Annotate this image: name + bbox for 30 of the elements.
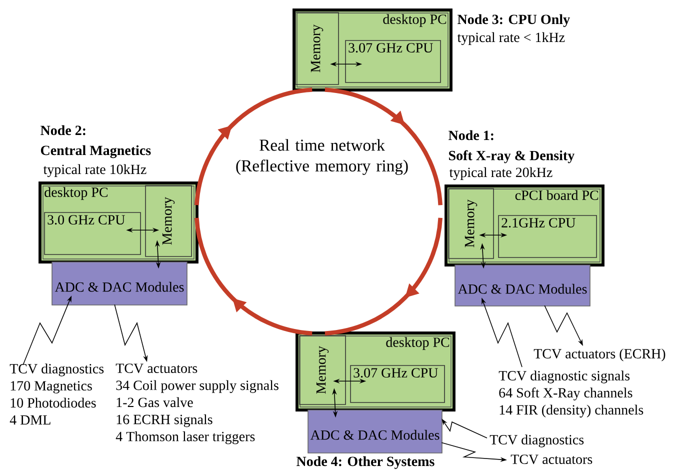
signal-list: TCV diagnostics 170 Magnetics 10 Photodiodes 4 DML bbox=[10, 364, 104, 425]
module-box: ADC & DAC Modules bbox=[308, 410, 442, 454]
node-heading: Node 1: bbox=[448, 130, 494, 140]
rate-label: typical rate 20kHz bbox=[449, 167, 552, 180]
cpu-box: 3.07 GHz CPU bbox=[345, 40, 441, 83]
ring-arrow bbox=[194, 88, 312, 206]
module-box: ADC & DAC Modules bbox=[454, 264, 590, 306]
ring-arrow bbox=[324, 88, 442, 206]
node-heading: Node 3: CPU Only bbox=[458, 14, 570, 27]
network-label: Real time network (Reflective memory ring) bbox=[236, 139, 408, 175]
ring-arrow bbox=[194, 218, 312, 336]
memory-box: Memory bbox=[295, 12, 339, 85]
signal-list: TCV diagnostics bbox=[490, 434, 584, 448]
cpu-box: 3.07 GHz CPU bbox=[350, 365, 445, 403]
node-heading: Soft X-ray & Density bbox=[449, 150, 574, 164]
node-heading: Node 2: bbox=[40, 125, 86, 136]
cpu-box: 3.0 GHz CPU bbox=[44, 212, 141, 255]
signal-list: TCV diagnostic signals 64 Soft X-Ray channels 14 FIR (density) channels bbox=[498, 370, 644, 418]
module-box: ADC & DAC Modules bbox=[52, 262, 188, 306]
memory-box: Memory bbox=[145, 185, 192, 257]
ring-arrow bbox=[324, 218, 442, 336]
signal-list: TCV actuators bbox=[510, 454, 592, 464]
cpu-box: 2.1GHz CPU bbox=[498, 215, 597, 258]
signal-list: TCV actuators 34 Coil power supply signals 1-2 Gas valve 16 ECRH signals 4 Thomson laser triggers bbox=[116, 364, 278, 444]
rate-label: typical rate < 1kHz bbox=[457, 32, 565, 45]
rate-label: typical rate 10kHz bbox=[43, 164, 146, 177]
signal-list: TCV actuators (ECRH) bbox=[534, 348, 666, 362]
memory-box: Memory bbox=[299, 335, 346, 405]
node-heading: Central Magnetics bbox=[40, 145, 151, 158]
memory-box: Memory bbox=[448, 188, 494, 259]
